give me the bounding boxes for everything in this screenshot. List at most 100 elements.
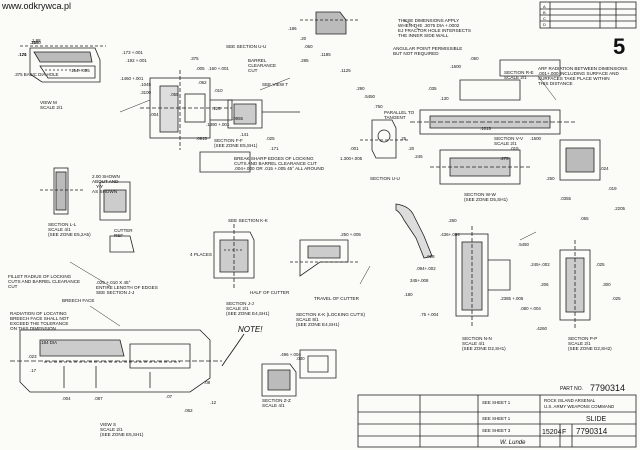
label-half-cutter: HALF OF CUTTER <box>250 290 290 295</box>
dimension-value: .5450 <box>364 94 376 99</box>
section-nn-figure <box>455 226 511 326</box>
label-section-nn-zone: (SEE ZONE D2,SH1) <box>462 346 506 351</box>
dimension-value: .206 <box>540 282 549 287</box>
label-view-m: VIEW M <box>40 100 57 105</box>
dimension-value: .1460 +.001 <box>120 76 144 81</box>
note-top-line1: THESE DIMENSIONS APPLY <box>398 18 459 23</box>
dimension-value: .375 BASIC DIA HOLE <box>14 72 58 77</box>
dimension-value: .290 <box>356 86 365 91</box>
section-pp-figure <box>559 240 591 330</box>
note-fillet-line2: CUTS AND BARREL CLEARANCE <box>8 279 80 284</box>
note-angular-line1: ANGULAR POINT PERMISSIBLE <box>393 46 462 51</box>
section-jj-figure <box>213 224 255 290</box>
dimension-value: .260 <box>448 218 457 223</box>
dimension-value: .1185 <box>320 52 331 57</box>
note-top-line4: THE INNER SIDE WALL <box>398 33 449 38</box>
part-no-label: PART NO. <box>560 386 583 392</box>
note-breech-pads-line4: ON THIS DIMENSION <box>10 326 56 331</box>
label-section-ll-scale: SCALE 4/1 <box>48 227 71 232</box>
label-section-pp: SECTION P-P <box>568 336 597 341</box>
label-section-pp-scale: SCALE 2/1 <box>568 341 591 346</box>
section-slot-figure <box>140 70 233 150</box>
note-sharp-edges-line2: CUTS AND BARREL CLEARANCE CUT <box>234 161 317 166</box>
size-letter: F <box>562 429 566 436</box>
dimension-value: .1125 <box>340 68 351 73</box>
note-radius-line1: ARF RADIATION BETWEEN DIMENSIONS <box>538 66 628 71</box>
part-no: 7790314 <box>590 383 625 393</box>
dimension-value: .750 <box>374 104 383 109</box>
title-row-3: SEE SHEET 3 <box>482 428 511 433</box>
label-section-r-scale: SCALE 2/1 <box>504 75 527 80</box>
dimension-value: .087 <box>94 396 103 401</box>
dimension-value: .3100 <box>140 90 152 95</box>
view-m-figure <box>20 45 106 83</box>
label-section-fe: SECTION F-F <box>214 138 243 143</box>
section-vv-figure <box>410 59 575 135</box>
dimension-value: .062 <box>184 408 193 413</box>
cutter-ref-figure <box>109 235 135 253</box>
note-radius-line2: .001+.000 INCLUDING SURFACE AND <box>538 71 619 76</box>
dimension-value: .375 <box>190 56 199 61</box>
section-uu-figure <box>360 119 410 159</box>
note-breech-pads-line2: BREECH FACE SHALL NOT <box>10 316 69 321</box>
label-section-jj: SECTION J-J <box>226 301 254 306</box>
dimension-value: 1.300+.005 <box>340 156 363 161</box>
dimension-value: .125 <box>212 106 221 111</box>
label-parallel-line1: PARALLEL TO <box>384 110 415 115</box>
label-view-s: VIEW S <box>100 422 116 427</box>
dimension-value: .030 <box>296 356 305 361</box>
note-breech: BREECH FACE <box>62 298 94 303</box>
sheet-number: 5 <box>613 34 626 59</box>
dimension-value: .2385 +.005 <box>500 296 524 301</box>
label-section-ll-zone: (SEE ZONE E5,2A5) <box>48 232 91 237</box>
dimension-value: .025 <box>596 262 605 267</box>
label-see-view-t: SEE VIEW T <box>262 82 288 87</box>
note-radius-line3: SURFACES TAKE PLACE WITHIN <box>538 76 610 81</box>
dimension-value: .025 <box>612 296 621 301</box>
label-cutter-ref-2: REF <box>114 233 123 238</box>
drawing-title: SLIDE <box>586 416 607 423</box>
note-handwritten: NOTE! <box>238 325 263 334</box>
dimension-value: .184 DIA <box>40 340 57 345</box>
view-s-figure <box>10 329 222 393</box>
dimension-value: .192 +.001 <box>126 58 147 63</box>
dimension-value: .035 <box>428 86 437 91</box>
dimension-value: .174 <box>18 52 27 57</box>
note-fillet-line3: CUT <box>8 284 18 289</box>
dimension-value: .028 <box>426 254 435 259</box>
drawing-number: 7790314 <box>576 427 608 436</box>
section-ww-figure <box>430 149 530 185</box>
dimension-value: .080 +.004 <box>520 306 541 311</box>
dimension-value: 1.88 <box>32 38 41 43</box>
note-entire-length-line2: ENTIRE LENGTH OF EDGES <box>96 285 158 290</box>
label-view-s-scale: SCALE 2/1 <box>100 427 123 432</box>
label-barrel-line3: CUT <box>248 68 258 73</box>
label-shown-line4: AS SHOWN <box>92 189 117 194</box>
label-barrel-line1: BARREL <box>248 58 267 63</box>
label-section-uu: SECTION U-U <box>370 176 400 181</box>
revision-d: D <box>543 22 546 27</box>
dimension-value: .060 <box>470 56 479 61</box>
org-line-1: ROCK ISLAND ARSENAL <box>544 398 596 403</box>
label-section-nn: SECTION N-N <box>462 336 492 341</box>
label-section-vv: SECTION V-V <box>494 136 524 141</box>
dimension-value: .005 <box>196 66 205 71</box>
dimension-value: .20 <box>300 36 307 41</box>
dimension-value: .060 <box>304 44 313 49</box>
dimension-value: .019 <box>608 186 617 191</box>
dimension-value: .156 <box>30 40 39 45</box>
dimension-value: .1045 <box>140 82 152 87</box>
watermark: www.odkrywca.pl <box>2 1 72 11</box>
title-row-2: SEE SHEET 1 <box>482 416 511 421</box>
label-barrel-line2: CLEARANCE <box>248 63 276 68</box>
dimension-value: .245+.002 <box>530 262 550 267</box>
dimension-value: .5450 <box>518 242 530 247</box>
dimension-value: .20 <box>408 146 415 151</box>
label-section-r: SECTION R-E <box>504 70 534 75</box>
label-4-places: 4 PLACES <box>190 252 212 257</box>
dimension-value: .0915 <box>196 136 208 141</box>
dimension-value: .055 <box>580 216 589 221</box>
label-cutter-ref: CUTTER <box>114 228 133 233</box>
